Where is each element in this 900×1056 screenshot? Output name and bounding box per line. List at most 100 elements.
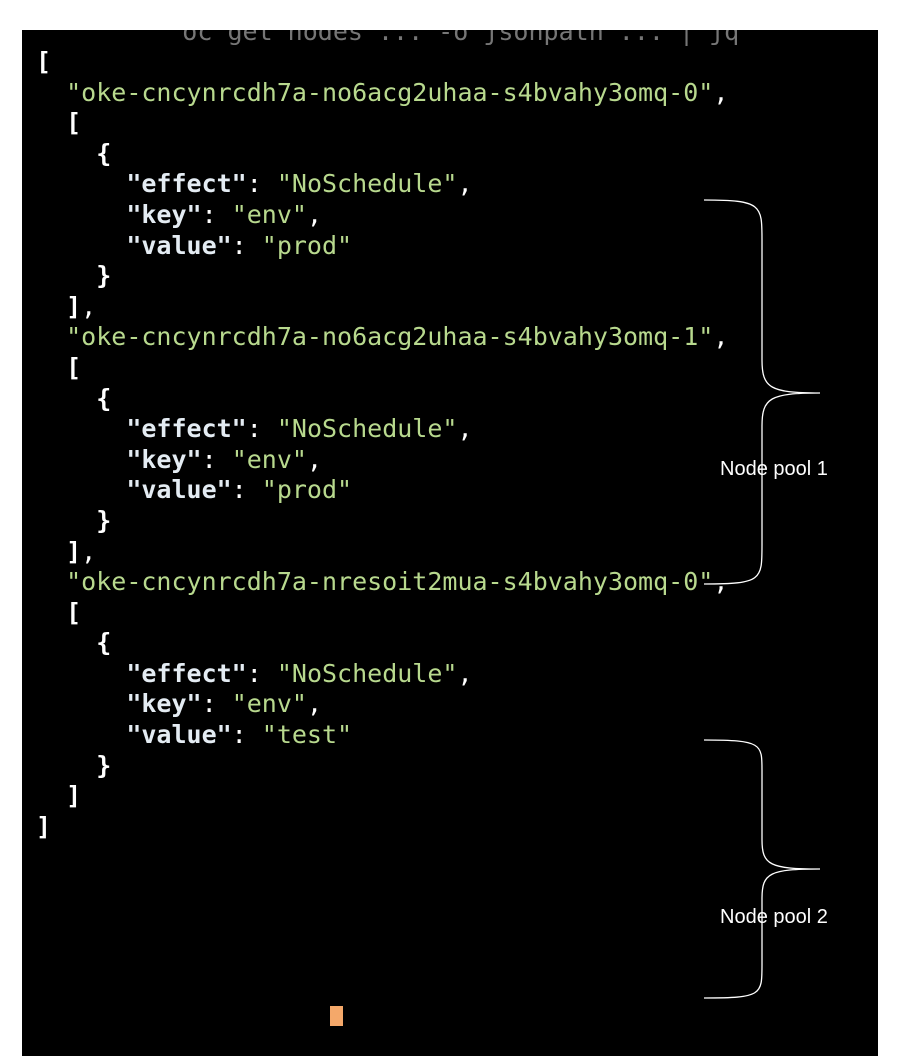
code-line: [ — [36, 353, 728, 384]
json-bracket: } — [96, 261, 112, 291]
json-key: "value" — [126, 720, 232, 750]
code-line: "value": "prod" — [36, 475, 728, 506]
json-key: "key" — [126, 444, 202, 474]
json-punctuation: : — [201, 689, 232, 719]
json-output: [ "oke-cncynrcdh7a-no6acg2uhaa-s4bvahy3o… — [36, 47, 728, 842]
json-string: "env" — [231, 689, 307, 719]
json-punctuation — [36, 475, 126, 504]
json-bracket: { — [96, 383, 112, 413]
code-line: "oke-cncynrcdh7a-nresoit2mua-s4bvahy3omq… — [36, 567, 728, 598]
json-string: "env" — [231, 444, 307, 474]
json-punctuation — [36, 139, 96, 168]
json-punctuation: : — [246, 169, 277, 199]
json-string: "NoSchedule" — [276, 414, 458, 444]
json-punctuation: : — [201, 199, 232, 229]
json-string: "NoSchedule" — [276, 658, 458, 688]
json-bracket: ] — [66, 291, 82, 321]
code-line: "key": "env", — [36, 445, 728, 476]
code-line: [ — [36, 108, 728, 139]
code-line: { — [36, 384, 728, 415]
json-punctuation — [36, 720, 126, 749]
json-punctuation — [36, 108, 66, 137]
json-key: "key" — [126, 199, 202, 229]
code-line: } — [36, 261, 728, 292]
code-line: [ — [36, 598, 728, 629]
json-punctuation: , — [457, 414, 473, 444]
json-punctuation — [36, 659, 126, 688]
code-line: [ — [36, 47, 728, 78]
json-punctuation: : — [246, 414, 277, 444]
code-line: "key": "env", — [36, 200, 728, 231]
code-line: ] — [36, 781, 728, 812]
json-punctuation — [36, 781, 66, 810]
json-punctuation — [36, 628, 96, 657]
json-punctuation — [36, 567, 66, 596]
json-punctuation: , — [81, 536, 97, 566]
json-punctuation — [36, 537, 66, 566]
json-punctuation — [36, 414, 126, 443]
code-line: ] — [36, 812, 728, 843]
json-bracket: } — [96, 750, 112, 780]
code-line: { — [36, 139, 728, 170]
json-punctuation — [36, 231, 126, 260]
json-string: "prod" — [261, 230, 353, 260]
code-line: } — [36, 506, 728, 537]
json-punctuation — [36, 689, 126, 718]
code-line: "oke-cncynrcdh7a-no6acg2uhaa-s4bvahy3omq… — [36, 322, 728, 353]
json-punctuation: : — [246, 658, 277, 688]
json-bracket: [ — [36, 47, 52, 76]
json-punctuation: , — [457, 169, 473, 199]
json-punctuation — [36, 445, 126, 474]
code-line: "effect": "NoSchedule", — [36, 414, 728, 445]
code-line: "value": "prod" — [36, 231, 728, 262]
json-string: "env" — [231, 199, 307, 229]
code-line: "effect": "NoSchedule", — [36, 169, 728, 200]
truncated-command-line: oc get nodes ... -o jsonpath ... | jq — [92, 30, 740, 46]
json-punctuation — [36, 506, 96, 535]
json-key: "effect" — [126, 169, 247, 199]
json-punctuation: , — [713, 77, 729, 107]
json-punctuation: , — [306, 199, 323, 229]
json-string: "oke-cncynrcdh7a-no6acg2uhaa-s4bvahy3omq… — [66, 77, 714, 107]
json-bracket: ] — [36, 811, 52, 841]
json-punctuation: : — [231, 475, 262, 505]
json-key: "effect" — [126, 414, 247, 444]
json-bracket: [ — [66, 597, 82, 627]
json-key: "effect" — [126, 658, 247, 688]
json-punctuation — [36, 751, 96, 780]
json-punctuation: : — [231, 230, 262, 260]
json-punctuation: , — [306, 689, 323, 719]
json-punctuation — [36, 322, 66, 351]
json-punctuation — [36, 261, 96, 290]
code-line: { — [36, 628, 728, 659]
code-line: ], — [36, 537, 728, 568]
code-line: "key": "env", — [36, 689, 728, 720]
json-key: "key" — [126, 689, 202, 719]
json-string: "oke-cncynrcdh7a-no6acg2uhaa-s4bvahy3omq… — [66, 322, 714, 352]
terminal-window[interactable]: oc get nodes ... -o jsonpath ... | jq [ … — [22, 30, 878, 1056]
json-punctuation: , — [306, 444, 323, 474]
json-bracket: } — [96, 505, 112, 535]
terminal-cursor — [330, 1006, 343, 1026]
json-key: "value" — [126, 475, 232, 505]
code-line: } — [36, 751, 728, 782]
json-punctuation — [36, 78, 66, 107]
json-string: "test" — [261, 720, 353, 750]
json-punctuation — [36, 292, 66, 321]
json-bracket: ] — [66, 536, 82, 566]
node-pool-1-label: Node pool 1 — [720, 458, 828, 480]
json-punctuation: , — [457, 658, 473, 688]
json-punctuation: : — [231, 720, 262, 750]
code-line: ], — [36, 292, 728, 323]
code-line: "oke-cncynrcdh7a-no6acg2uhaa-s4bvahy3omq… — [36, 78, 728, 109]
json-bracket: { — [96, 628, 112, 658]
json-punctuation — [36, 169, 126, 198]
json-punctuation — [36, 353, 66, 382]
json-bracket: { — [96, 138, 112, 168]
node-pool-2-label: Node pool 2 — [720, 906, 828, 928]
json-bracket: ] — [66, 781, 82, 811]
json-bracket: [ — [66, 108, 82, 138]
json-punctuation — [36, 200, 126, 229]
code-line: "value": "test" — [36, 720, 728, 751]
code-line: "effect": "NoSchedule", — [36, 659, 728, 690]
